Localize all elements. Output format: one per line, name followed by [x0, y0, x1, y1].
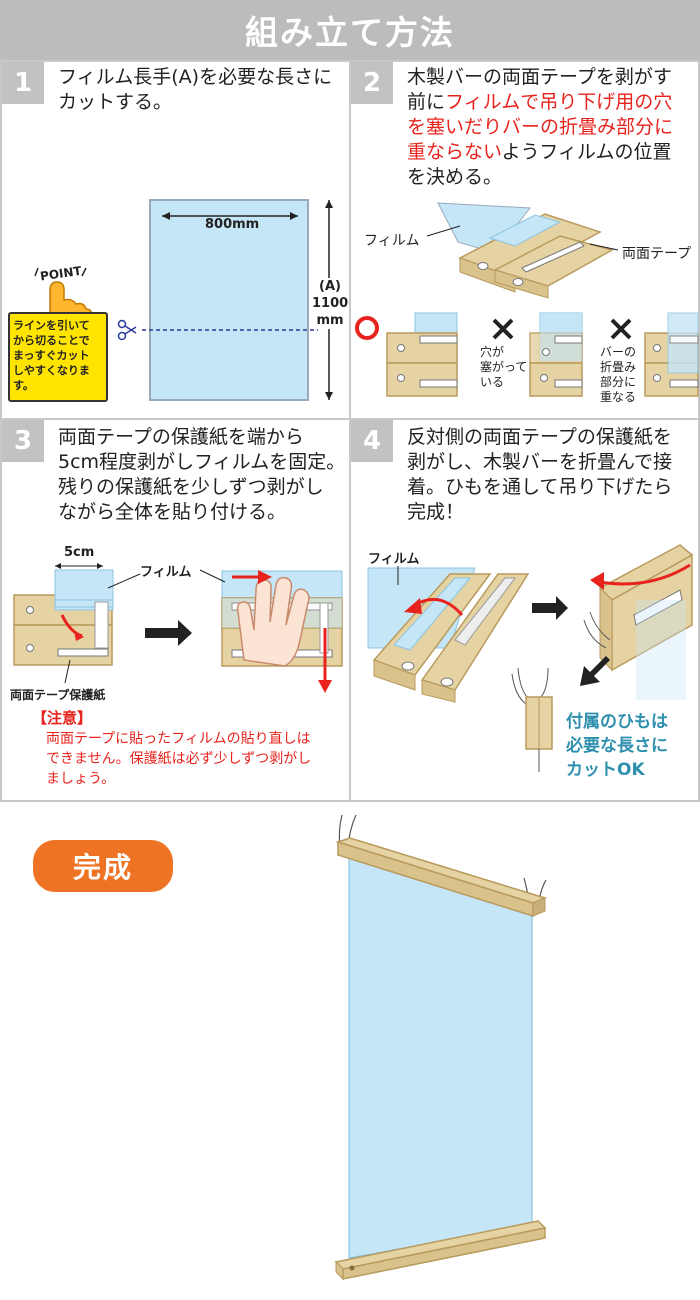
down-left-arrow-icon: [580, 656, 610, 686]
point-label: POINT: [39, 264, 83, 284]
point-hand-icon: POINT: [34, 264, 93, 321]
complete-badge: 完成: [33, 840, 173, 892]
film-width-label: 800mm: [205, 217, 260, 232]
step-3-figure: [13, 563, 343, 693]
next-arrow-icon: [145, 620, 192, 646]
page-title: 組み立て方法: [245, 13, 455, 52]
film-length-label: (A) 1100 mm: [312, 278, 349, 329]
ng-mark-icon: [492, 318, 514, 340]
step-3-number: 3: [2, 420, 44, 462]
scissors-icon: [117, 319, 137, 341]
step-3-dim-label: 5cm: [64, 545, 95, 560]
film-sheet: [149, 199, 309, 401]
step-4-film-label: フィルム: [368, 552, 420, 567]
notice-body: 両面テープに貼ったフィルムの貼り直しは できません。保護紙は必ず少しずつ剥がし …: [46, 731, 312, 787]
step-4-figure: [367, 544, 694, 772]
notice-title: 【注意】: [32, 709, 93, 727]
step-3-paper-label: 両面テープ保護紙: [10, 688, 106, 702]
header-bar: 組み立て方法: [0, 0, 700, 60]
step-3-text: 両面テープの保護紙を端から 5cm程度剥がしフィルムを固定。 残りの保護紙を少し…: [58, 426, 346, 523]
ng1-caption: 穴が 塞がって いる: [480, 345, 528, 389]
point-tip-box: ラインを引いて から切ることで まっすぐカット しやすくなりま す。: [8, 312, 108, 402]
step-2-text: 木製バーの両面テープを剥がす 前にフィルムで吊り下げ用の穴 を塞いだりバーの折畳…: [407, 66, 674, 188]
step-1-text: フィルム長手(A)を必要な長さに カットする。: [58, 66, 333, 113]
step-1-number: 1: [2, 62, 44, 104]
hanging-film: [348, 855, 533, 1259]
step-4-text: 反対側の両面テープの保護紙を 剥がし、木製バーを折畳んで接 着。ひもを通して吊り…: [407, 426, 673, 523]
step-1-figure: POINT: [34, 199, 333, 401]
step-2-figure: [355, 202, 699, 397]
hand-icon: [236, 576, 310, 667]
next-arrow-icon: [532, 596, 568, 620]
ok-mark-icon: [355, 316, 379, 340]
step-2-tape-label: 両面テープ: [622, 246, 692, 262]
cord-note: 付属のひもは 必要な長さに カットOK: [566, 712, 668, 780]
ng-mark-icon: [610, 318, 632, 340]
step-2-number: 2: [351, 62, 393, 104]
ng2-caption: バーの 折畳み 部分に 重なる: [600, 345, 637, 404]
step-3-film-label: フィルム: [140, 565, 192, 580]
step-4-number: 4: [351, 420, 393, 462]
step-2-film-label: フィルム: [364, 233, 420, 249]
